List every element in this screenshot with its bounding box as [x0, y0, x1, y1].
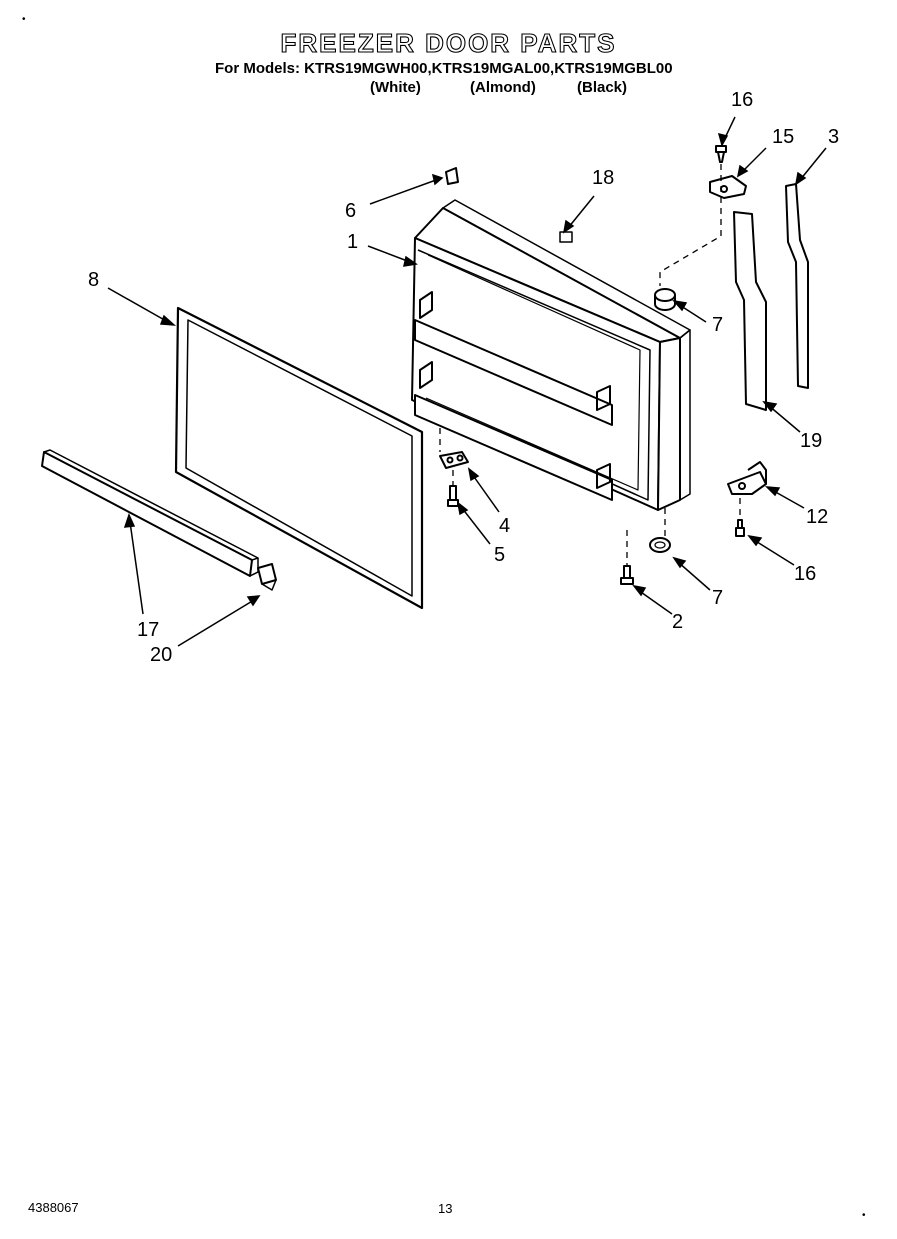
callout-18: 18	[592, 167, 614, 189]
assembly-guide-lines	[439, 164, 741, 566]
door-gasket-part-8	[174, 306, 424, 610]
callout-6: 6	[345, 200, 356, 222]
corner-mark: •	[22, 14, 26, 25]
variant-almond: (Almond)	[470, 79, 536, 96]
callout-3: 3	[828, 126, 839, 148]
callout-8: 8	[88, 269, 99, 291]
callout-16-bottom: 16	[794, 563, 816, 585]
callout-labels: 16 15 3 18 6 1 8 7 19 12 16 4 5 7 2 17 2…	[88, 89, 839, 666]
handle-part-19	[733, 211, 767, 411]
callout-1: 1	[347, 231, 358, 253]
top-hinge-part-15	[709, 175, 747, 199]
models-line: For Models: KTRS19MGWH00,KTRS19MGAL00,KT…	[215, 60, 673, 77]
plug-part-6	[445, 167, 459, 185]
trim-strip-part-17	[41, 449, 259, 577]
screw-part-16-bottom	[735, 519, 745, 537]
document-number: 4388067	[28, 1200, 79, 1215]
end-cap-part-20	[257, 563, 277, 591]
callout-4: 4	[499, 515, 510, 537]
page-title: FREEZER DOOR PARTS	[280, 27, 617, 58]
variant-white: (White)	[370, 79, 421, 96]
corner-mark: •	[862, 1210, 866, 1221]
callout-17: 17	[137, 619, 159, 641]
callout-16-top: 16	[731, 89, 753, 111]
hinge-plate-part-4	[439, 451, 469, 469]
callout-12: 12	[806, 506, 828, 528]
callout-19: 19	[800, 430, 822, 452]
page-number: 13	[438, 1201, 453, 1216]
callout-7-bottom: 7	[712, 587, 723, 609]
handle-trim-part-3	[785, 183, 809, 389]
callout-5: 5	[494, 544, 505, 566]
door-liner-part-1	[411, 199, 691, 511]
variant-black: (Black)	[577, 79, 628, 96]
bottom-hinge-part-12	[727, 461, 767, 495]
label-part-18	[559, 231, 573, 243]
callout-15: 15	[772, 126, 794, 148]
callout-7-top: 7	[712, 314, 723, 336]
cap-part-7-top	[654, 288, 676, 311]
callout-leaders	[107, 116, 827, 647]
callout-20: 20	[150, 644, 172, 666]
callout-2: 2	[672, 611, 683, 633]
bushing-part-7-bottom	[649, 537, 671, 553]
screw-part-16-top	[715, 145, 727, 163]
screw-part-5	[447, 485, 459, 507]
screw-part-2	[620, 565, 634, 585]
